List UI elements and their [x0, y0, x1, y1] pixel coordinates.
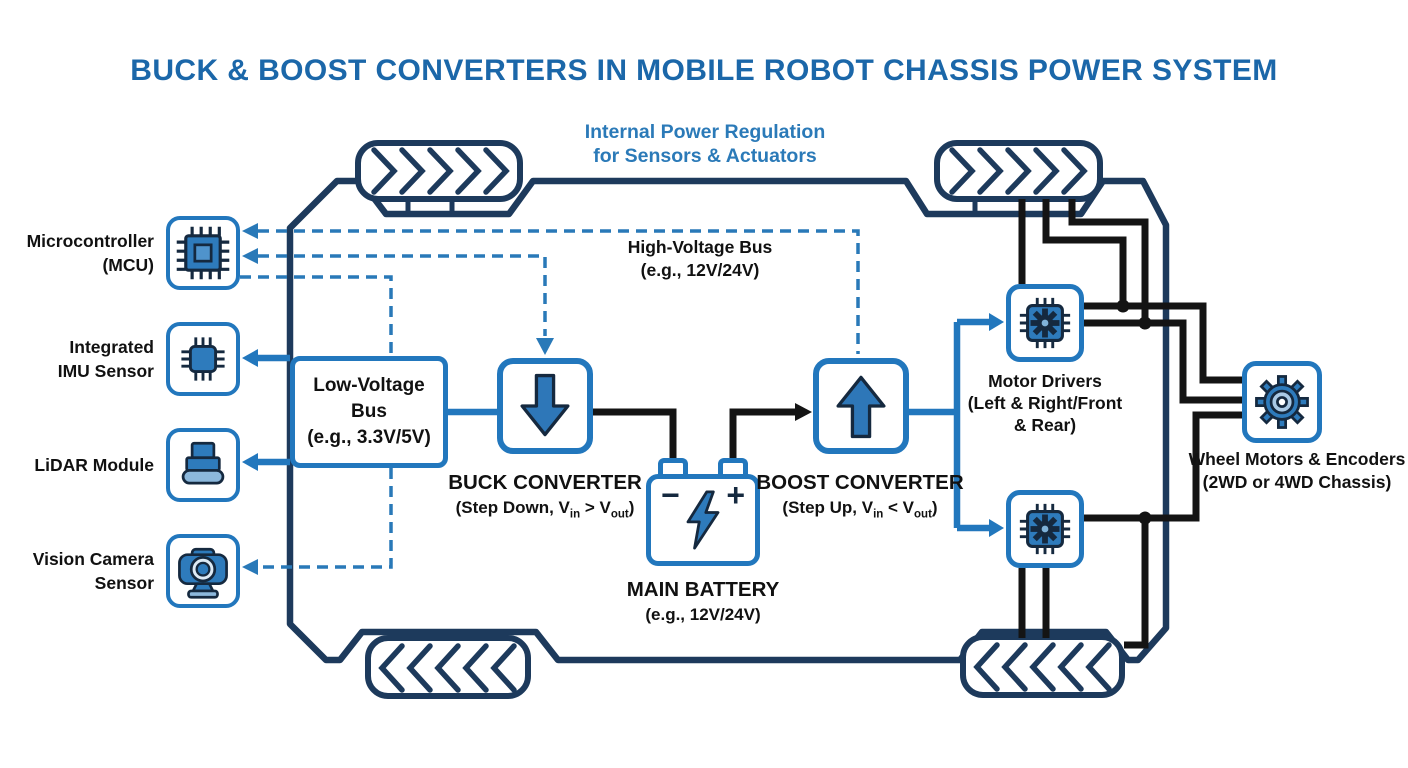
wheel-motors-label: Wheel Motors & Encoders (2WD or 4WD Chas…	[1188, 449, 1406, 492]
camera-box	[166, 534, 240, 608]
motor-driver-box-top	[1006, 284, 1084, 362]
imu-box	[166, 322, 240, 396]
arrow-down-icon	[520, 373, 570, 437]
battery-caption: MAIN BATTERY (e.g., 12V/24V)	[626, 578, 780, 624]
high-voltage-bus-label: High-Voltage Bus (e.g., 12V/24V)	[627, 237, 773, 280]
imu-label: Integrated IMU Sensor	[57, 337, 154, 381]
chassis-outline	[286, 177, 1170, 664]
subtitle: Internal Power Regulation for Sensors & …	[440, 120, 970, 168]
arrow-up-icon	[836, 375, 886, 439]
mcu-label: Microcontroller (MCU)	[26, 231, 154, 275]
gear-icon	[1255, 375, 1309, 429]
battery-minus-sign: −	[661, 477, 680, 513]
buck-to-battery-wire	[593, 408, 677, 458]
low-voltage-bus-box: Low-Voltage Bus (e.g., 3.3V/5V)	[290, 356, 448, 468]
buck-control-dashed-line	[258, 254, 547, 336]
boost-converter-caption: BOOST CONVERTER (Step Up, Vin < Vout)	[756, 471, 964, 521]
lidar-box	[166, 428, 240, 502]
lightning-bolt-icon	[686, 490, 720, 550]
chip-icon	[176, 226, 230, 280]
imu-chip-icon	[181, 337, 225, 381]
wheel-rear-right	[960, 634, 1125, 698]
blue-power-lines	[256, 318, 992, 532]
black-power-wires	[593, 199, 1242, 649]
battery-box: − +	[646, 474, 760, 566]
camera-icon	[178, 547, 228, 599]
lidar-icon	[181, 441, 225, 485]
battery-terminal-positive	[718, 458, 748, 478]
battery-plus-sign: +	[726, 477, 745, 513]
blue-arrowheads	[242, 313, 1004, 537]
page-title: BUCK & BOOST CONVERTERS IN MOBILE ROBOT …	[130, 54, 1278, 87]
wheel-front-right	[934, 140, 1103, 202]
wire-junction-dots	[1116, 299, 1152, 525]
hv-bus-dashed-line	[258, 229, 860, 354]
battery-terminal-negative	[658, 458, 688, 478]
driver-chip-gear-icon	[1019, 503, 1071, 555]
buck-converter-box	[497, 358, 593, 454]
battery-to-boost-wire	[729, 408, 796, 458]
motor-driver-box-bottom	[1006, 490, 1084, 568]
wheel-front-left	[355, 140, 523, 202]
boost-converter-box	[813, 358, 909, 454]
buck-converter-caption: BUCK CONVERTER (Step Down, Vin > Vout)	[448, 471, 642, 521]
lidar-label: LiDAR Module	[34, 455, 154, 475]
black-arrowhead	[795, 403, 812, 421]
subtitle-line2: for Sensors & Actuators	[593, 145, 817, 167]
mcu-box	[166, 216, 240, 290]
dashed-arrowheads	[242, 223, 554, 575]
wheel-motors-box	[1242, 361, 1322, 443]
subtitle-line1: Internal Power Regulation	[584, 121, 826, 143]
wheel-rear-left	[365, 635, 531, 699]
motor-drivers-label: Motor Drivers (Left & Right/Front & Rear…	[967, 371, 1123, 435]
camera-label: Vision Camera Sensor	[32, 549, 154, 593]
driver-chip-gear-icon	[1019, 297, 1071, 349]
